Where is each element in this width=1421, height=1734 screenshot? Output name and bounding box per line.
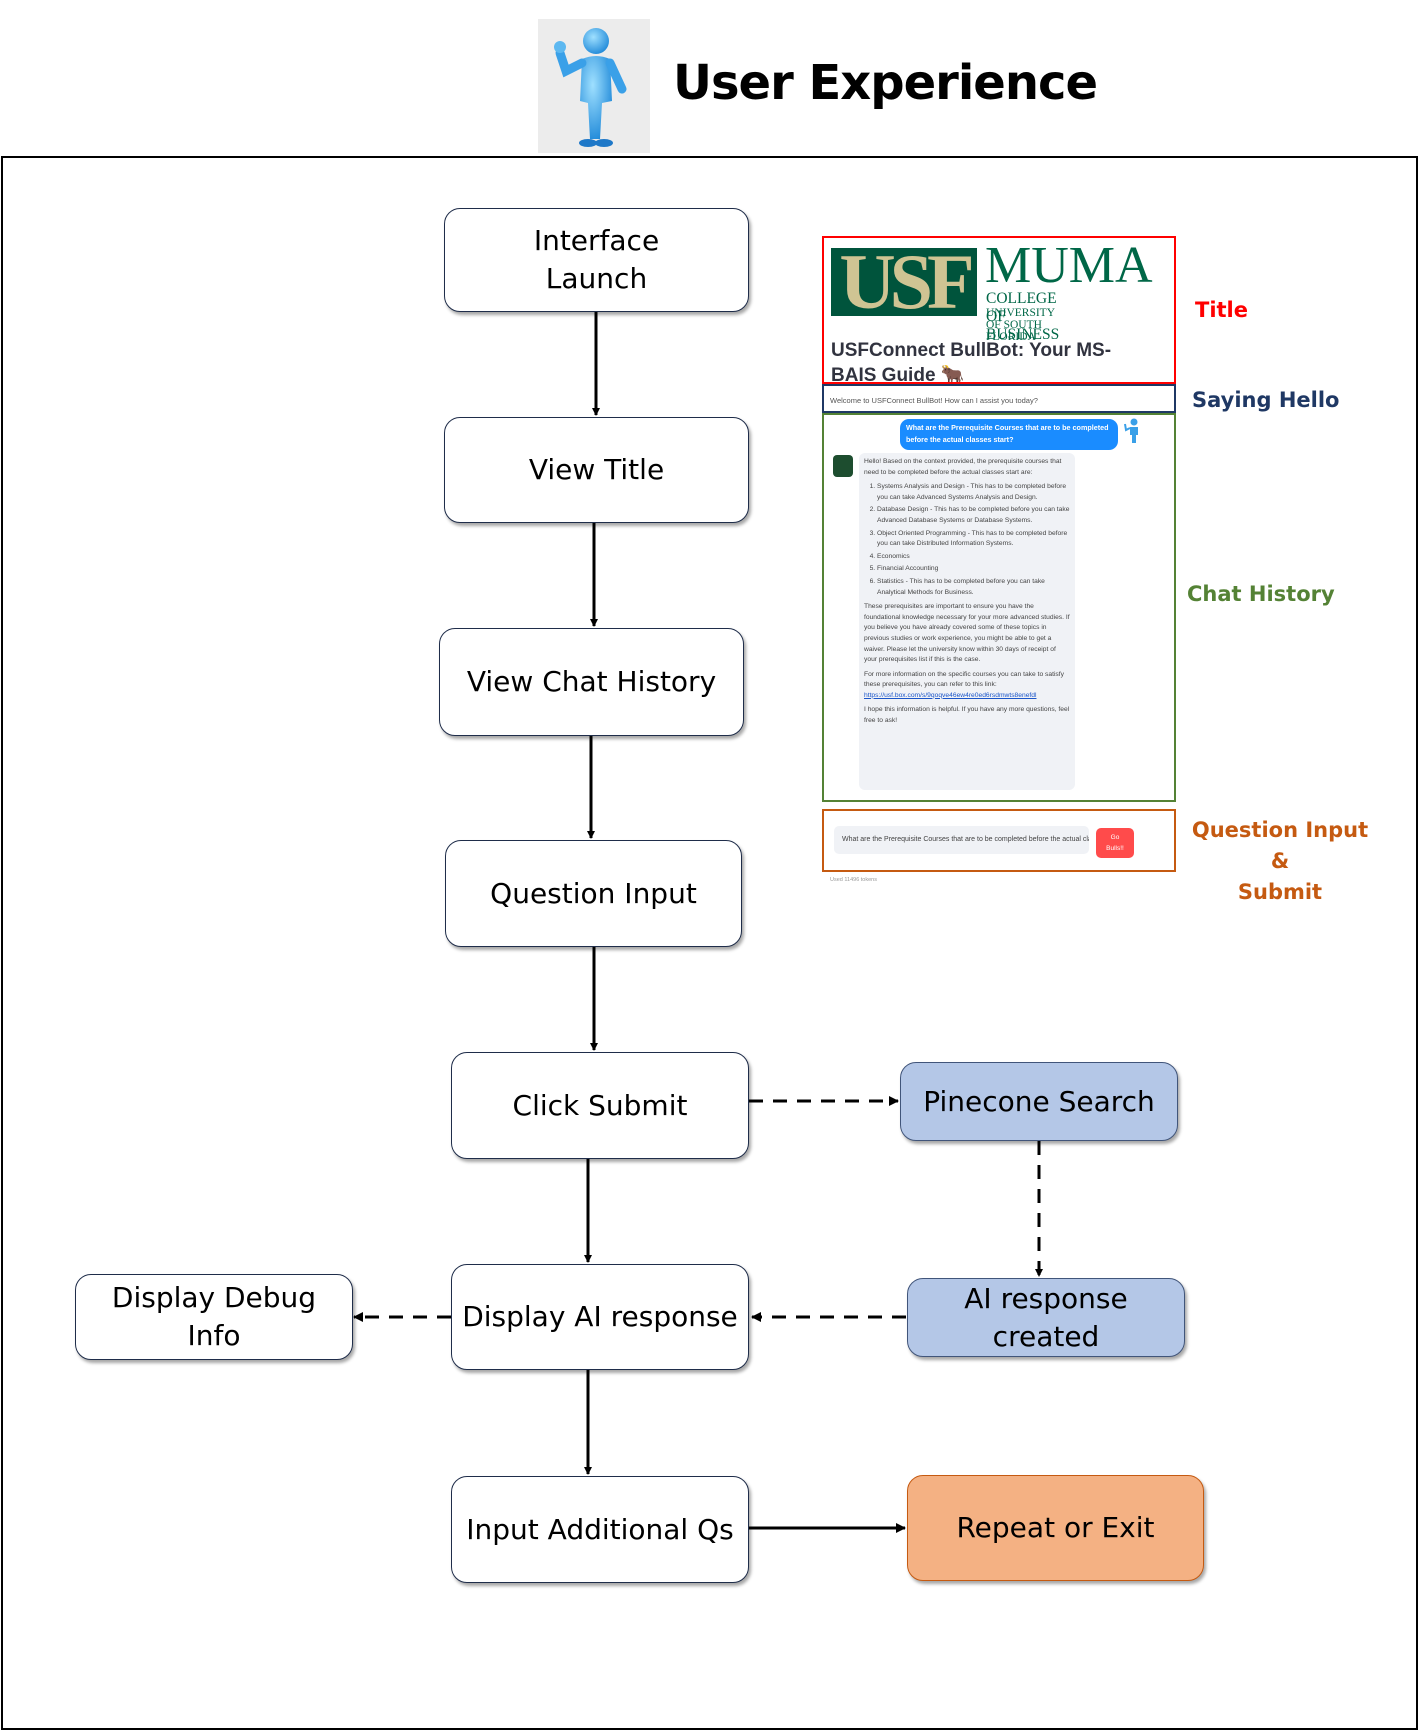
bot-intro: Hello! Based on the context provided, th… [864,458,1062,476]
bot-list: Systems Analysis and Design - This has t… [864,482,1070,598]
input-region-outline [822,809,1176,872]
view-title-box: View Title [444,417,749,523]
token-count: Used 11496 tokens [830,877,877,883]
hello-region-outline [822,384,1176,413]
user-message: What are the Prerequisite Courses that a… [900,419,1118,450]
title-region-label: Title [1195,298,1249,322]
question-input-box: Question Input [445,840,742,947]
bot-avatar-icon [833,455,853,477]
display-ai-response-box: Display AI response [451,1264,749,1370]
bot-list-item: Financial Accounting [877,564,1070,575]
interface-launch-box: Interface Launch [444,208,749,312]
bot-paragraph: These prerequisites are important to ens… [864,603,1070,664]
bot-list-item: Statistics - This has to be completed be… [877,577,1070,598]
college-of-business-text: COLLEGE OF BUSINESS [986,290,1060,343]
hello-message: Welcome to USFConnect BullBot! How can I… [830,396,1038,405]
muma-logo-text: MUMA [985,237,1153,294]
pinecone-search-box: Pinecone Search [900,1062,1178,1141]
user-avatar-icon [1124,418,1142,444]
person-thumbs-up-icon [538,19,650,153]
go-bulls-button[interactable]: Go Bulls!! [1096,828,1134,858]
bot-list-item: Economics [877,552,1070,563]
bot-list-item: Database Design - This has to be complet… [877,505,1070,526]
hello-region-label: Saying Hello [1192,388,1340,412]
usf-logo: USF [831,248,977,316]
click-submit-box: Click Submit [451,1052,749,1159]
view-chat-history-box: View Chat History [439,628,744,736]
repeat-or-exit-box: Repeat or Exit [907,1475,1204,1581]
bot-message: Hello! Based on the context provided, th… [859,453,1075,790]
page-title: User Experience [673,55,1098,111]
title-region-outline [822,236,1176,384]
chat-region-label: Chat History [1187,582,1335,606]
input-region-label: Question Input & Submit [1191,818,1369,904]
bot-paragraph: For more information on the specific cou… [864,670,1064,689]
university-text: UNIVERSITY OF SOUTH FLORIDA [986,307,1055,343]
input-additional-qs-box: Input Additional Qs [451,1476,749,1583]
ai-response-created-box: AI response created [907,1278,1185,1357]
question-input-field[interactable]: What are the Prerequisite Courses that a… [834,826,1089,854]
bot-list-item: Systems Analysis and Design - This has t… [877,482,1070,503]
chat-region-outline [822,413,1176,802]
app-title: USFConnect BullBot: Your MS-BAIS Guide 🐂 [831,340,1112,386]
diagram-frame [1,156,1418,1730]
bot-outro: I hope this information is helpful. If y… [864,706,1070,725]
bot-link[interactable]: https://usf.box.com/s/9qoqve46ew4re0ed6r… [864,691,1037,699]
display-debug-info-box: Display Debug Info [75,1274,353,1360]
bot-list-item: Object Oriented Programming - This has t… [877,529,1070,550]
